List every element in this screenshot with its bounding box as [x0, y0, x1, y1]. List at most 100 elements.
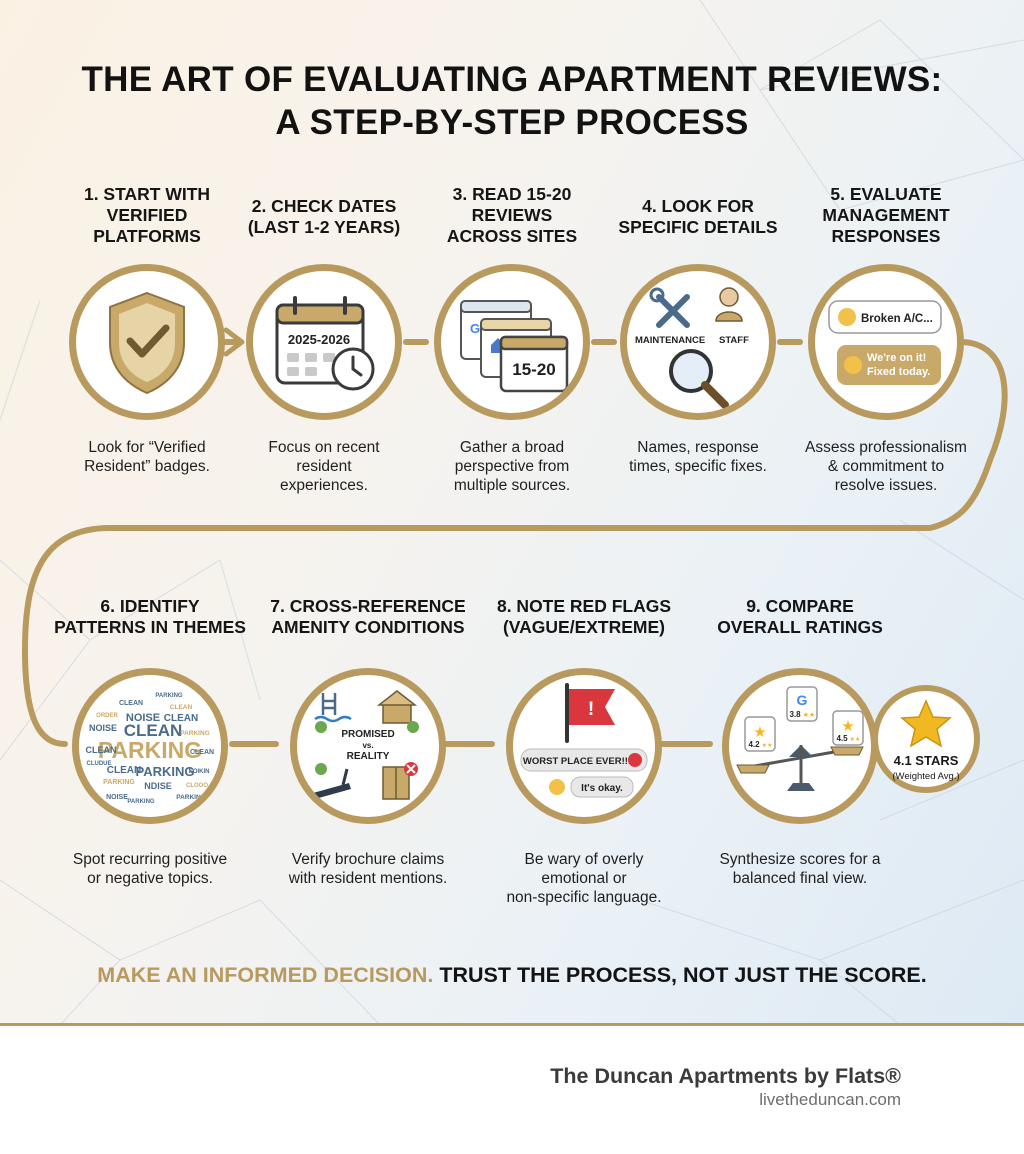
- svg-text:ORDER: ORDER: [96, 713, 118, 719]
- angry-face-icon: [628, 753, 642, 767]
- step-8-circle: ! WORST PLACE EVER!!! It's okay.: [506, 668, 662, 824]
- tagline-highlight: MAKE AN INFORMED DECISION.: [97, 963, 434, 987]
- divider: [0, 1023, 1024, 1026]
- svg-text:PARKING: PARKING: [136, 764, 195, 779]
- svg-text:We're on it!: We're on it!: [867, 352, 926, 364]
- svg-text:CLUDUE: CLUDUE: [87, 761, 112, 767]
- wrench-icon: [656, 294, 690, 328]
- brand-url: livetheduncan.com: [759, 1090, 901, 1109]
- amenities-icon: PROMISED vs. REALITY: [313, 690, 419, 800]
- svg-text:★★: ★★: [762, 742, 773, 749]
- svg-text:Fixed today.: Fixed today.: [867, 366, 930, 378]
- step-3-circle: G 15-20: [434, 264, 590, 420]
- brand-name: The Duncan Apartments by Flats®: [550, 1064, 901, 1088]
- step-9-circle: G 3.8 ★★ ★ 4.2 ★★ ★ 4.5 ★★: [722, 668, 878, 824]
- svg-text:NDISE: NDISE: [144, 781, 172, 791]
- step-5-circle: Broken A/C... We're on it! Fixed today.: [808, 264, 964, 420]
- svg-text:NOISE: NOISE: [89, 723, 117, 733]
- background-network-lines: [0, 0, 1024, 1025]
- svg-text:CLEAN: CLEAN: [107, 765, 141, 776]
- star-icon: ★: [841, 718, 854, 735]
- svg-text:vs.: vs.: [362, 741, 373, 750]
- infographic: THE ART OF EVALUATING APARTMENT REVIEWS:…: [0, 0, 1024, 1025]
- tagline-rest: TRUST THE PROCESS, NOT JUST THE SCORE.: [439, 963, 927, 987]
- star-icon: ★: [753, 724, 766, 741]
- svg-text:NOIKIN: NOIKIN: [189, 769, 210, 775]
- google-g-icon: G: [470, 321, 480, 336]
- svg-text:CLEAN: CLEAN: [164, 713, 198, 724]
- big-star-icon: [900, 699, 952, 748]
- svg-text:STAFF: STAFF: [719, 335, 749, 346]
- step-2-circle: 2025-2026: [246, 264, 402, 420]
- svg-text:4.5: 4.5: [836, 734, 848, 743]
- svg-text:2025-2026: 2025-2026: [288, 332, 350, 347]
- final-rating-badge: 4.1 STARS (Weighted Avg.): [872, 685, 980, 793]
- neutral-face-icon: [549, 779, 565, 795]
- page-title: THE ART OF EVALUATING APARTMENT REVIEWS:…: [81, 60, 943, 142]
- step-7-circle: PROMISED vs. REALITY: [290, 668, 446, 824]
- svg-text:CLEAN: CLEAN: [190, 749, 214, 756]
- pool-icon: [314, 693, 352, 723]
- thinking-face-icon: [844, 356, 862, 374]
- sad-face-icon: [838, 308, 856, 326]
- svg-text:PARKING: PARKING: [155, 693, 183, 699]
- svg-text:4.1 STARS: 4.1 STARS: [894, 753, 959, 768]
- google-g-icon: G: [797, 692, 808, 708]
- exclamation-icon: !: [588, 699, 594, 720]
- svg-text:PARKING: PARKING: [180, 730, 210, 737]
- svg-text:CLEAN: CLEAN: [124, 721, 183, 740]
- shield-check-icon: [109, 291, 185, 395]
- chat-bubbles-icon: Broken A/C... We're on it! Fixed today.: [828, 300, 942, 385]
- svg-text:PARKING: PARKING: [176, 794, 206, 801]
- svg-text:3.8: 3.8: [789, 710, 801, 719]
- svg-text:NOISE: NOISE: [106, 794, 128, 801]
- word-cloud-icon: PARKING CLEAN NOISE CLEAN PARKING CLEAN …: [86, 693, 215, 805]
- svg-text:CLOOO: CLOOO: [186, 783, 208, 789]
- magnifier-icon: MAINTENANCE STAFF: [635, 287, 749, 409]
- red-flag-icon: ! WORST PLACE EVER!!! It's okay.: [520, 683, 648, 798]
- step-4-circle: MAINTENANCE STAFF: [620, 264, 776, 420]
- svg-text:WORST PLACE EVER!!!: WORST PLACE EVER!!!: [523, 756, 631, 767]
- browser-windows-icon: G 15-20: [460, 300, 569, 393]
- step-6-circle: PARKING CLEAN NOISE CLEAN PARKING CLEAN …: [72, 668, 228, 824]
- tagline: MAKE AN INFORMED DECISION. TRUST THE PRO…: [0, 962, 1024, 988]
- svg-text:(Weighted Avg.): (Weighted Avg.): [892, 771, 959, 782]
- svg-text:PARKING: PARKING: [98, 737, 202, 763]
- check-icon: [407, 721, 419, 733]
- svg-text:★★: ★★: [803, 711, 816, 719]
- svg-text:PARKING: PARKING: [103, 779, 135, 786]
- step-1-circle: [69, 264, 225, 420]
- svg-text:CLEAN: CLEAN: [86, 745, 117, 755]
- svg-text:PROMISED: PROMISED: [341, 729, 394, 740]
- staff-icon: [715, 287, 743, 322]
- building-icon: [382, 702, 412, 724]
- svg-text:★★: ★★: [850, 736, 861, 743]
- svg-text:15-20: 15-20: [512, 360, 555, 379]
- step-8-title: 8. NOTE RED FLAGS(VAGUE/EXTREME): [496, 596, 672, 637]
- svg-text:MAINTENANCE: MAINTENANCE: [635, 335, 705, 346]
- treadmill-icon: [313, 783, 351, 799]
- balance-scale-icon: G 3.8 ★★ ★ 4.2 ★★ ★ 4.5 ★★: [736, 686, 864, 791]
- step-2-title: 2. CHECK DATES(LAST 1-2 YEARS): [247, 196, 401, 237]
- svg-text:CLEAN: CLEAN: [119, 700, 143, 707]
- calendar-clock-icon: 2025-2026: [275, 296, 375, 391]
- svg-text:CLEAN: CLEAN: [170, 704, 193, 711]
- svg-text:It's okay.: It's okay.: [581, 783, 623, 794]
- path-arrow-icon: [223, 327, 245, 357]
- svg-text:Broken A/C...: Broken A/C...: [861, 313, 933, 325]
- check-icon: [315, 763, 327, 775]
